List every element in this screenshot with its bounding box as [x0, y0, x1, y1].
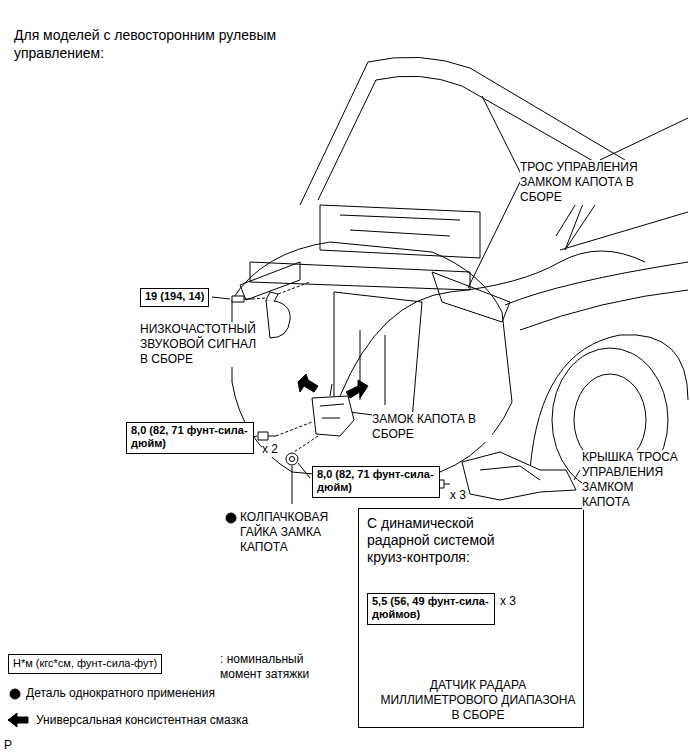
fender: [505, 262, 688, 330]
box-text: 8,0 (82, 71 фунт-сила-дюйм): [131, 424, 249, 450]
grease-arrow: [346, 380, 368, 398]
dashed-line: [252, 282, 310, 299]
leader-line: [212, 297, 230, 299]
grease-arrow: [8, 713, 28, 727]
torque-box: 8,0 (82, 71 фунт-сила-дюйм): [126, 422, 254, 454]
box-text: 8,0 (82, 71 фунт-сила-дюйм): [317, 468, 435, 494]
hood-lock-cable: [340, 182, 645, 396]
legend-box: Н*м (кгс*см, фунт-сила-фут): [8, 654, 162, 674]
cap-nut: [286, 453, 298, 465]
leader-line: [468, 182, 520, 288]
part-name: НИЗКОЧАСТОТНЫЙ ЗВУКОВОЙ СИГНАЛ В СБОРЕ: [140, 322, 264, 367]
one-time-use-dot: [10, 689, 20, 699]
torque-box: 19 (194, 14): [140, 288, 209, 307]
grease-arrow: [298, 374, 318, 392]
box-text: 19 (194, 14): [145, 290, 204, 303]
box-text: 5,5 (56, 49 фунт-сила-дюймов): [372, 595, 490, 621]
one-time-use-dot: [226, 513, 236, 523]
title: Для моделей с левосторонним рулевым упра…: [14, 26, 324, 62]
cap-nut-hole: [290, 457, 295, 462]
leader-line: [298, 463, 310, 478]
hood-inner: [318, 76, 600, 236]
part-name: КРЫШКА ТРОСА УПРАВЛЕНИЯ ЗАМКОМ КАПОТА: [582, 450, 678, 510]
part-name: ДАТЧИК РАДАРА МИЛЛИМЕТРОВОГО ДИАПАЗОНА В…: [380, 678, 576, 723]
horn-body: [266, 300, 290, 338]
legend-text: : номинальный момент затяжки: [220, 652, 340, 682]
torque-box: 5,5 (56, 49 фунт-сила-дюймов): [367, 593, 495, 625]
quantity: x 2: [262, 442, 278, 457]
quantity: x 3: [500, 594, 516, 609]
legend-text: Универсальная консистентная смазка: [36, 713, 356, 728]
horn-bracket: [266, 292, 278, 302]
legend-text: Деталь однократного применения: [26, 686, 346, 701]
grille-bars: [360, 330, 385, 405]
cable-line: [340, 251, 645, 396]
leader-line: [574, 470, 580, 480]
leader-line: [292, 466, 293, 504]
part-name: ЗАМОК КАПОТА В СБОРЕ: [372, 412, 492, 442]
part-name: КОЛПАЧКОВАЯ ГАЙКА ЗАМКА КАПОТА: [240, 510, 350, 555]
box-text: Н*м (кгс*см, фунт-сила-фут): [13, 656, 157, 670]
box-text: С динамической радарной системой круиз-к…: [367, 515, 527, 566]
legend-symbols: [8, 689, 28, 727]
engine: [320, 205, 480, 258]
quantity: x 3: [450, 488, 466, 503]
headlight: [432, 272, 510, 322]
bolt: [232, 296, 252, 302]
front-bumper: [232, 242, 512, 482]
part-name: ТРОС УПРАВЛЕНИЯ ЗАМКОМ КАПОТА В СБОРЕ: [520, 160, 660, 205]
car-body: [232, 57, 688, 492]
cover-body: [462, 452, 576, 500]
figure-code: P: [4, 738, 12, 753]
lock-body: [312, 396, 354, 436]
torque-box: 8,0 (82, 71 фунт-сила-дюйм): [312, 466, 440, 498]
dashed-line: [276, 422, 318, 452]
cover-detail: [480, 466, 540, 480]
lock-detail: [320, 384, 344, 418]
bolt: [258, 432, 276, 440]
